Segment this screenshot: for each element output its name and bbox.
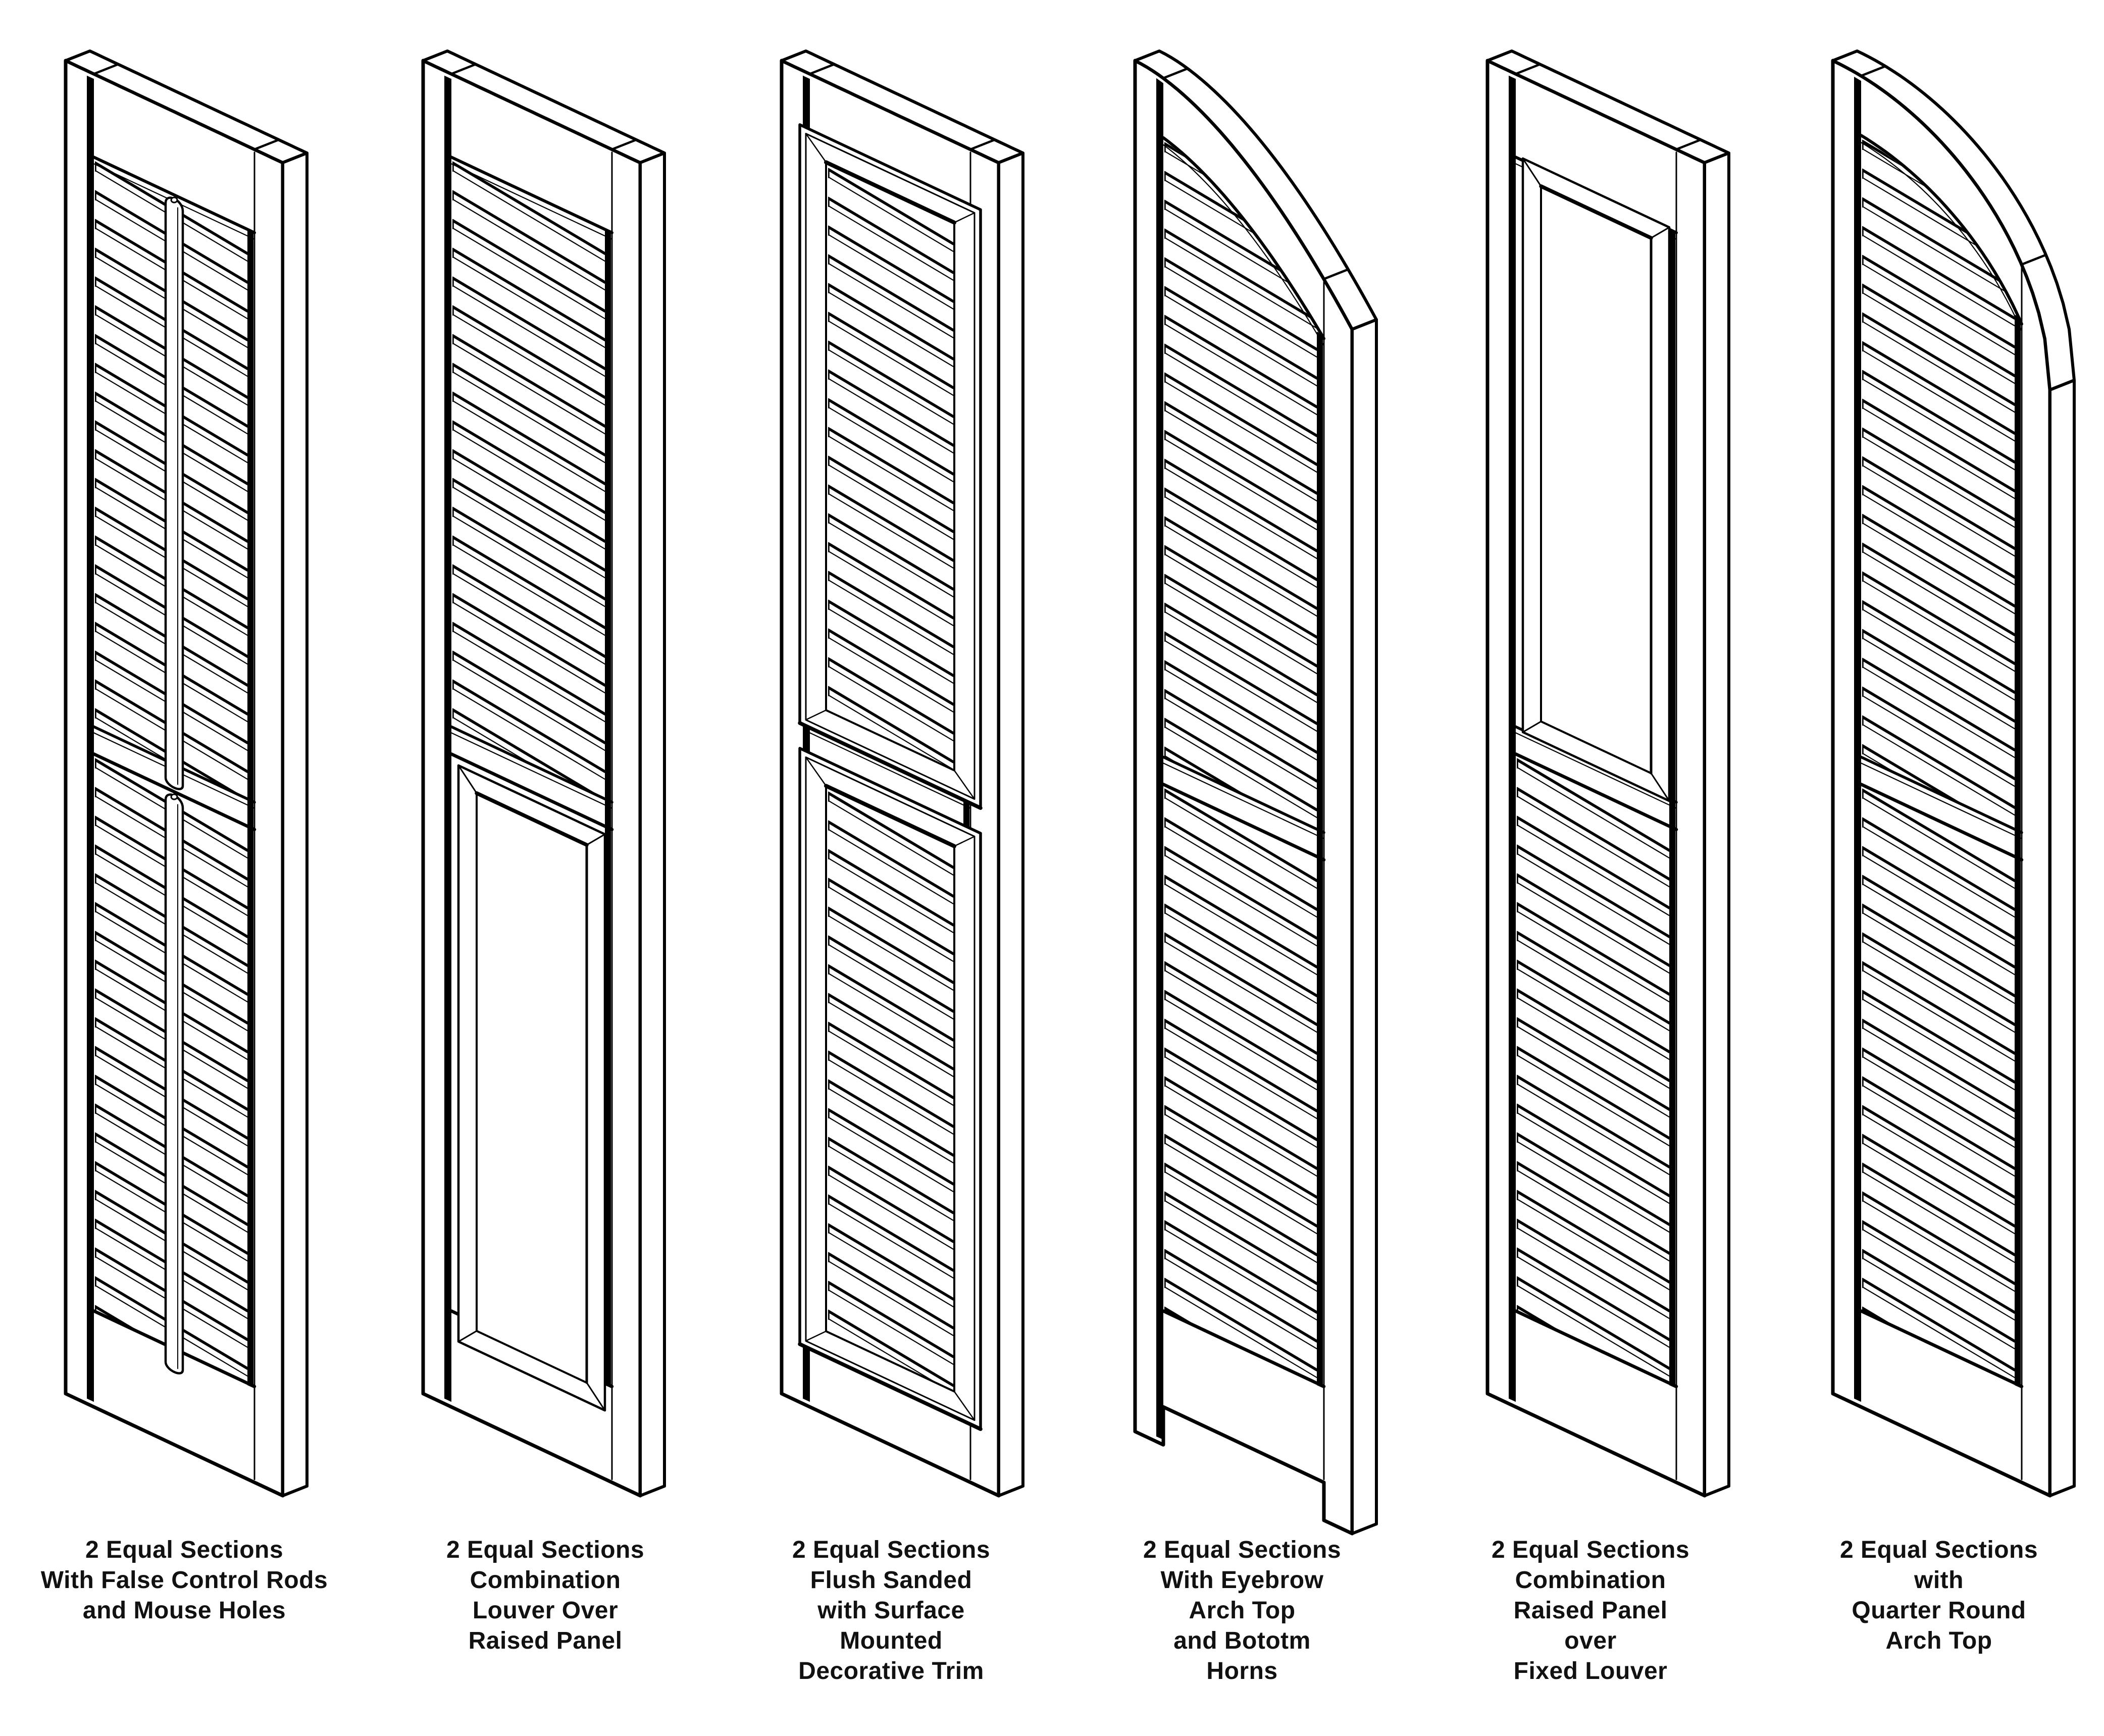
shutter-illustration-eyebrow-arch	[1133, 49, 1378, 1536]
shutter-illustration-control-rods	[64, 49, 309, 1498]
shutter-illustration-panel-over-louver	[1485, 49, 1730, 1498]
shutter-illustration-louver-over-panel	[421, 49, 666, 1498]
shutter-illustration-quarter-round	[1831, 49, 2076, 1498]
shutter-illustration-decorative-trim	[780, 49, 1024, 1498]
